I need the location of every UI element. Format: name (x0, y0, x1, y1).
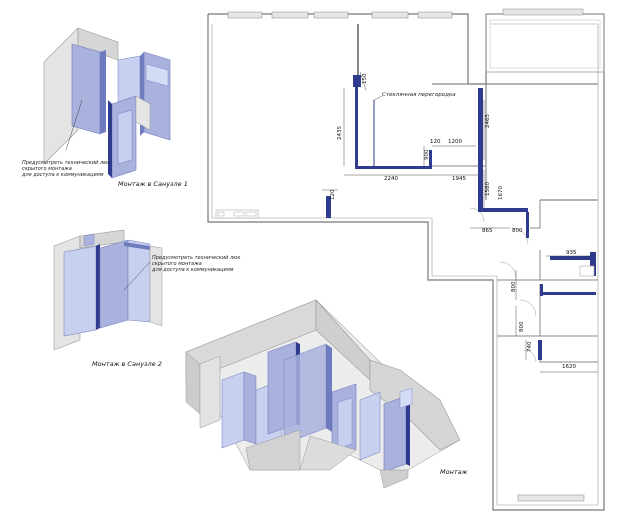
dim-865: 865 (482, 228, 493, 234)
dim-1620: 1620 (562, 364, 576, 370)
dim-120: 120 (430, 139, 441, 145)
windows-top (227, 8, 585, 502)
hatch-note-2-line-1: Предусмотреть технический люк (152, 255, 240, 261)
dim-2465: 2465 (485, 114, 491, 128)
dim-2435: 2435 (337, 126, 343, 140)
balcony (485, 13, 605, 73)
bathroom-2-axonometric: Предусмотреть технический люк скрытого м… (53, 229, 240, 368)
dim-800b: 800 (511, 281, 517, 292)
hatch-note-2-line-2: скрытого монтажа (152, 261, 202, 267)
hatch-note-1-line-1: Предусмотреть технический люк (22, 160, 110, 166)
bathroom-2-title: Монтаж в Санузле 2 (92, 360, 162, 368)
dim-740: 740 (527, 341, 533, 352)
dim-900: 900 (424, 149, 430, 160)
dim-2240: 2240 (384, 176, 398, 182)
door-swings (469, 207, 537, 363)
overall-title: Монтаж (440, 468, 468, 476)
dim-120b: 120 (330, 189, 336, 200)
dim-1945: 1945 (452, 176, 466, 182)
dim-800c: 800 (519, 321, 525, 332)
new-partitions (326, 75, 596, 360)
dim-150: 150 (362, 73, 368, 84)
balcony-inner (489, 19, 601, 69)
dim-935: 935 (566, 250, 577, 256)
overall-axonometric: Монтаж (185, 299, 468, 489)
outer-wall-inner (211, 23, 599, 506)
dimension-lines (322, 71, 598, 373)
dim-1580: 1580 (485, 182, 491, 196)
bathroom-1-axonometric: Предусмотреть технический люк скрытого м… (21, 27, 188, 188)
hatch-note-1-line-3: для доступа к коммуникациям (21, 172, 104, 178)
hatch-note-2-line-3: для доступа к коммуникациям (151, 267, 234, 273)
floor-plan: 2435 2240 1945 1200 120 120 2465 900 158… (207, 8, 605, 511)
dim-1200: 1200 (448, 139, 462, 145)
dim-1670: 1670 (498, 186, 504, 200)
hatch-note-1-line-2: скрытого монтажа (22, 166, 72, 172)
dim-800a: 800 (512, 228, 523, 234)
bathroom-1-title: Монтаж в Санузле 1 (118, 180, 188, 188)
glass-partition-label: Стеклянная перегородка (382, 92, 456, 98)
